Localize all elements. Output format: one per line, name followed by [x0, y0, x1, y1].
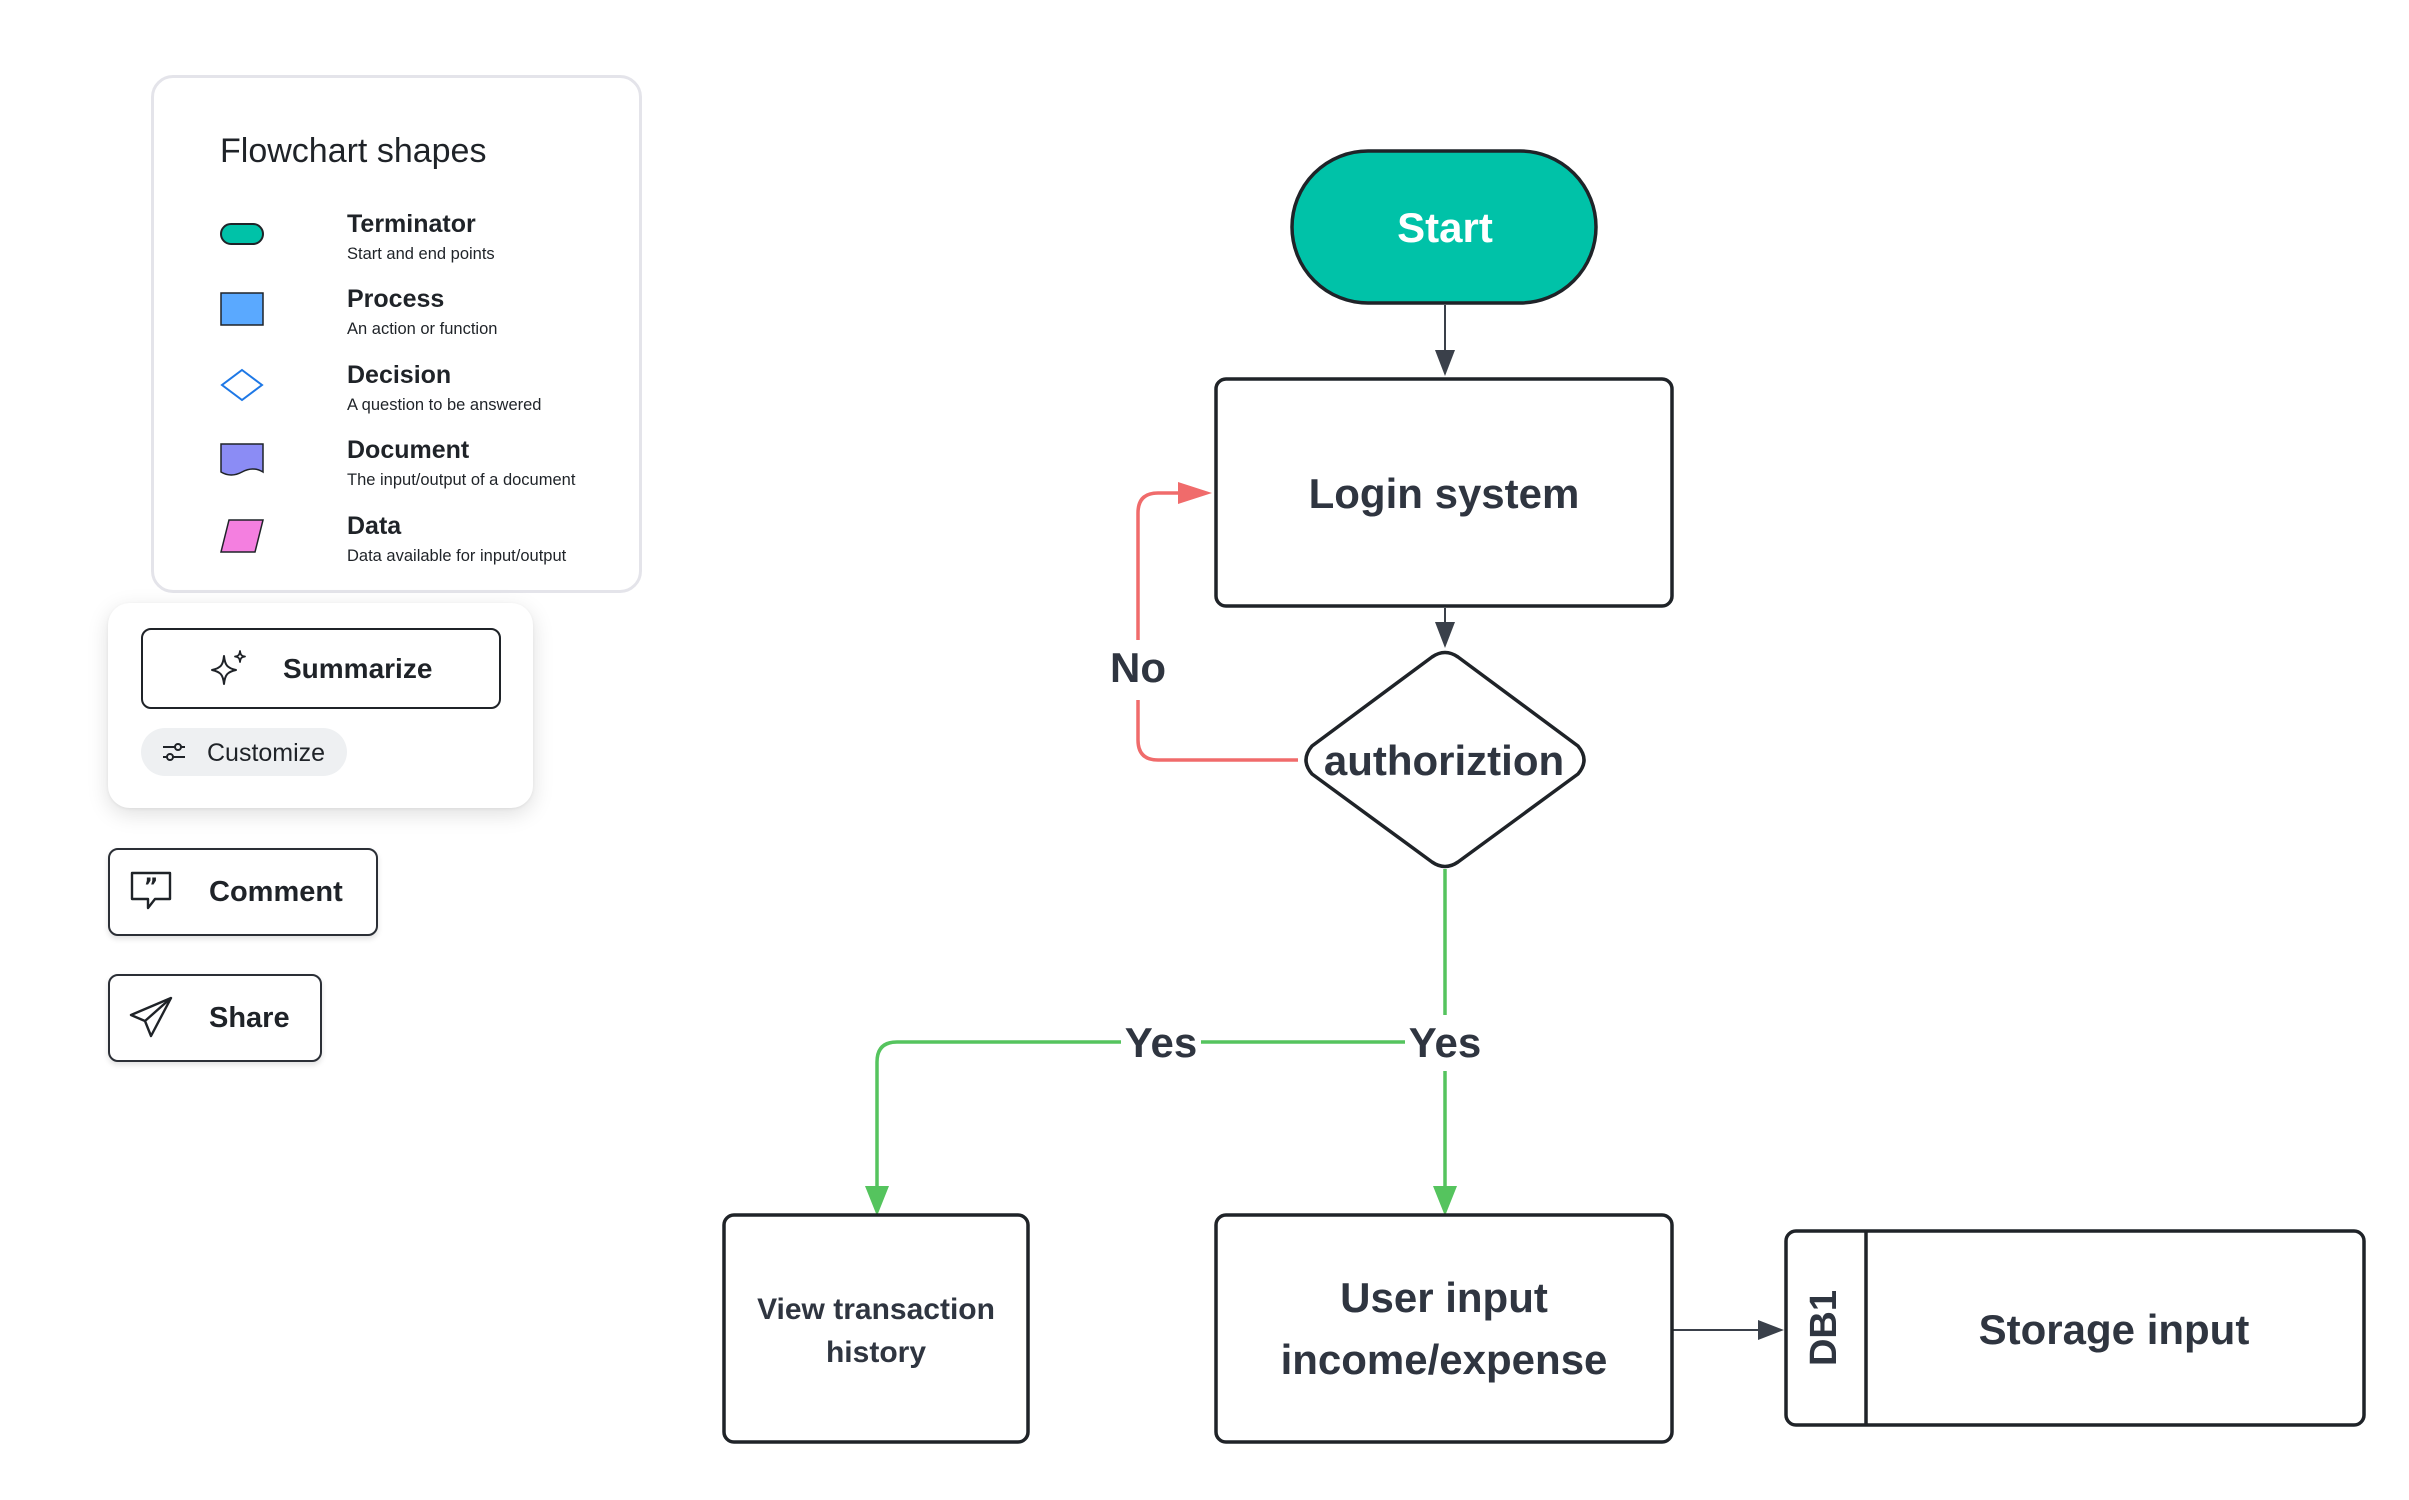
legend-item-desc: The input/output of a document [347, 471, 576, 489]
node-history-line2: history [826, 1336, 926, 1369]
node-start-label: Start [1397, 204, 1493, 251]
summarize-label: Summarize [283, 653, 433, 684]
legend-item-desc: Data available for input/output [347, 547, 567, 565]
node-storage-input[interactable]: DB1 Storage input [1784, 1229, 2366, 1427]
document-shape-icon [220, 443, 264, 476]
legend-item-name: Terminator [347, 210, 476, 238]
yes-left-label-bg [1121, 1015, 1201, 1071]
paper-plane-icon [129, 996, 173, 1038]
edge-label-yes-right: Yes [1409, 1019, 1481, 1066]
connector-start-login[interactable] [1435, 305, 1455, 376]
node-storage-label: Storage input [1979, 1306, 2250, 1353]
node-login-system[interactable]: Login system [1214, 377, 1674, 608]
legend-item-name: Document [347, 436, 470, 464]
legend-item-process[interactable]: Process An action or function [219, 285, 619, 345]
legend-title: Flowchart shapes [220, 132, 487, 170]
customize-button[interactable]: Customize [141, 728, 347, 776]
yes-right-label-bg [1405, 1015, 1485, 1071]
legend-item-name: Process [347, 285, 445, 313]
decision-shape-icon [220, 368, 264, 402]
data-shape-icon [220, 519, 264, 553]
summarize-button[interactable]: Summarize [141, 628, 501, 709]
legend-item-terminator[interactable]: Terminator Start and end points [219, 210, 619, 270]
no-label-bg [1098, 640, 1178, 700]
legend-item-decision[interactable]: Decision A question to be answered [219, 361, 619, 421]
comment-quote-icon: ” [130, 871, 172, 910]
node-start[interactable]: Start [1290, 149, 1598, 305]
comment-button[interactable]: ” Comment [108, 848, 378, 936]
sparkle-icon [211, 650, 246, 685]
sliders-icon [163, 743, 185, 761]
share-button[interactable]: Share [108, 974, 322, 1062]
node-userinput-line2: income/expense [1281, 1336, 1608, 1383]
terminator-shape-icon [220, 223, 264, 245]
edge-label-yes-left: Yes [1125, 1019, 1197, 1066]
node-auth-label: authoriztion [1324, 737, 1564, 784]
legend-item-data[interactable]: Data Data available for input/output [219, 512, 619, 572]
connector-no-loop[interactable] [1136, 482, 1298, 762]
legend-item-desc: A question to be answered [347, 396, 542, 414]
connector-login-auth[interactable] [1435, 608, 1455, 648]
edge-label-no: No [1110, 644, 1166, 691]
svg-text:”: ” [144, 875, 158, 900]
connector-userinput-storage[interactable] [1673, 1320, 1784, 1340]
node-history-line1: View transaction [757, 1293, 995, 1326]
node-view-history[interactable]: View transaction history [722, 1213, 1030, 1444]
share-label: Share [209, 1002, 290, 1034]
summarize-panel: Summarize Customize [108, 603, 533, 808]
node-user-input[interactable]: User input income/expense [1214, 1213, 1674, 1444]
node-storage-tag: DB1 [1803, 1290, 1845, 1366]
legend-item-desc: Start and end points [347, 245, 495, 263]
legend-item-name: Data [347, 512, 402, 540]
legend-item-name: Decision [347, 361, 452, 389]
process-shape-icon [220, 292, 264, 326]
legend-item-document[interactable]: Document The input/output of a document [219, 436, 619, 496]
flowchart-shapes-legend: Flowchart shapes Terminator Start and en… [151, 75, 642, 593]
node-userinput-line1: User input [1340, 1274, 1548, 1321]
comment-label: Comment [209, 876, 343, 908]
node-authorization-decision[interactable]: authoriztion [1304, 650, 1586, 869]
customize-label: Customize [207, 739, 326, 767]
legend-item-desc: An action or function [347, 320, 498, 338]
node-login-label: Login system [1309, 470, 1580, 517]
connector-yes-history[interactable] [865, 1040, 1445, 1216]
